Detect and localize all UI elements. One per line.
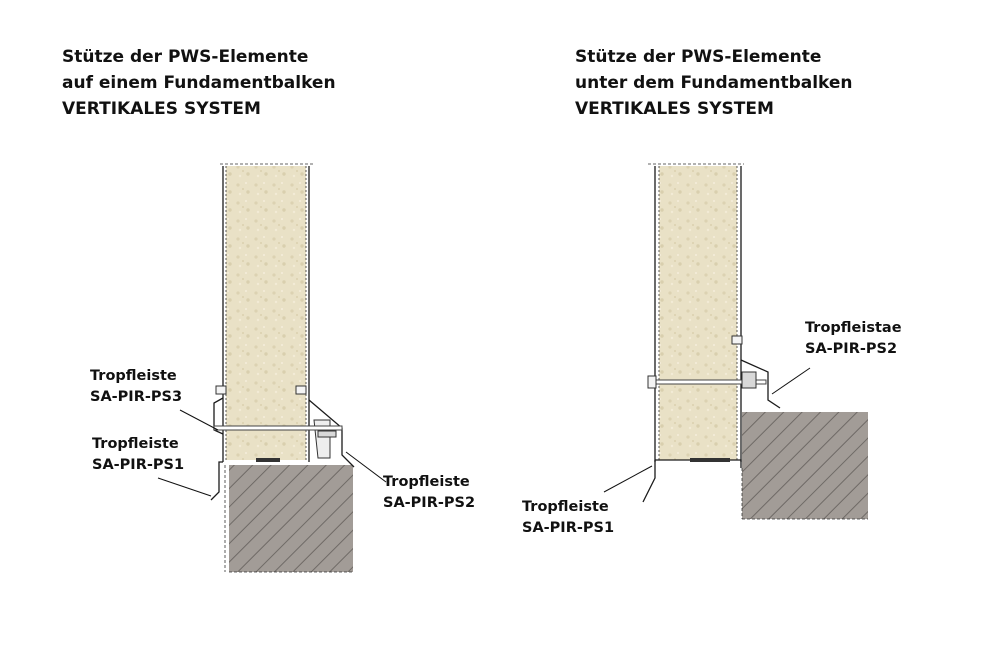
left-drip-ps2	[308, 399, 355, 468]
right-screw-head-2	[731, 335, 743, 345]
right-leader-ps1	[603, 465, 653, 493]
left-label-ps3-line-2: SA-PIR-PS3	[90, 389, 183, 405]
left-title: Stütze der PWS-Elemente auf einem Fundam…	[62, 44, 336, 122]
left-detail	[157, 163, 387, 573]
right-drip-ps2	[740, 359, 781, 409]
left-through-bolt	[213, 425, 343, 431]
right-title-line-2: unter dem Fundamentbalken	[575, 73, 853, 93]
left-label-ps1-line-1: Tropfleiste	[92, 436, 179, 452]
right-label-ps1: Tropfleiste SA-PIR-PS1	[522, 497, 614, 539]
left-screw-head-2	[295, 385, 307, 395]
right-detail	[603, 163, 868, 520]
right-leader-ps2	[771, 367, 811, 395]
right-title: Stütze der PWS-Elemente unter dem Fundam…	[575, 44, 853, 122]
left-label-ps2: Tropfleiste SA-PIR-PS2	[383, 472, 475, 514]
right-label-ps2-line-1: Tropfleistae	[805, 320, 902, 336]
left-screw-head-1	[215, 385, 227, 395]
right-sandwich-panel	[659, 166, 737, 460]
left-drip-ps3	[213, 397, 224, 435]
left-label-ps3-line-1: Tropfleiste	[90, 368, 177, 384]
right-title-line-1: Stütze der PWS-Elemente	[575, 47, 822, 67]
left-foundation-beam	[229, 465, 353, 572]
left-title-line-2: auf einem Fundamentbalken	[62, 73, 336, 93]
right-label-ps1-line-1: Tropfleiste	[522, 499, 609, 515]
left-title-line-3: VERTIKALES SYSTEM	[62, 99, 261, 119]
right-foundation-beam	[742, 412, 868, 519]
left-drip-ps1	[210, 461, 223, 501]
right-nut	[741, 371, 757, 389]
left-label-ps2-line-1: Tropfleiste	[383, 474, 470, 490]
right-title-line-3: VERTIKALES SYSTEM	[575, 99, 774, 119]
right-label-ps1-line-2: SA-PIR-PS1	[522, 520, 615, 536]
left-label-ps2-line-2: SA-PIR-PS2	[383, 495, 476, 511]
left-sandwich-panel	[226, 166, 306, 460]
left-leader-ps3	[179, 409, 219, 431]
right-label-ps2: Tropfleistae SA-PIR-PS2	[805, 318, 902, 360]
right-label-ps2-line-2: SA-PIR-PS2	[805, 341, 898, 357]
left-nut	[317, 430, 337, 438]
right-screw-head-1	[647, 375, 657, 389]
left-title-line-1: Stütze der PWS-Elemente	[62, 47, 309, 67]
left-label-ps1-line-2: SA-PIR-PS1	[92, 457, 185, 473]
left-leader-ps2	[345, 451, 387, 483]
left-leader-ps1	[157, 477, 212, 497]
right-drip-ps1	[642, 460, 656, 503]
right-base-gasket	[690, 458, 730, 462]
left-label-ps1: Tropfleiste SA-PIR-PS1	[92, 434, 184, 476]
left-label-ps3: Tropfleiste SA-PIR-PS3	[90, 366, 182, 408]
left-base-gasket	[256, 458, 280, 462]
